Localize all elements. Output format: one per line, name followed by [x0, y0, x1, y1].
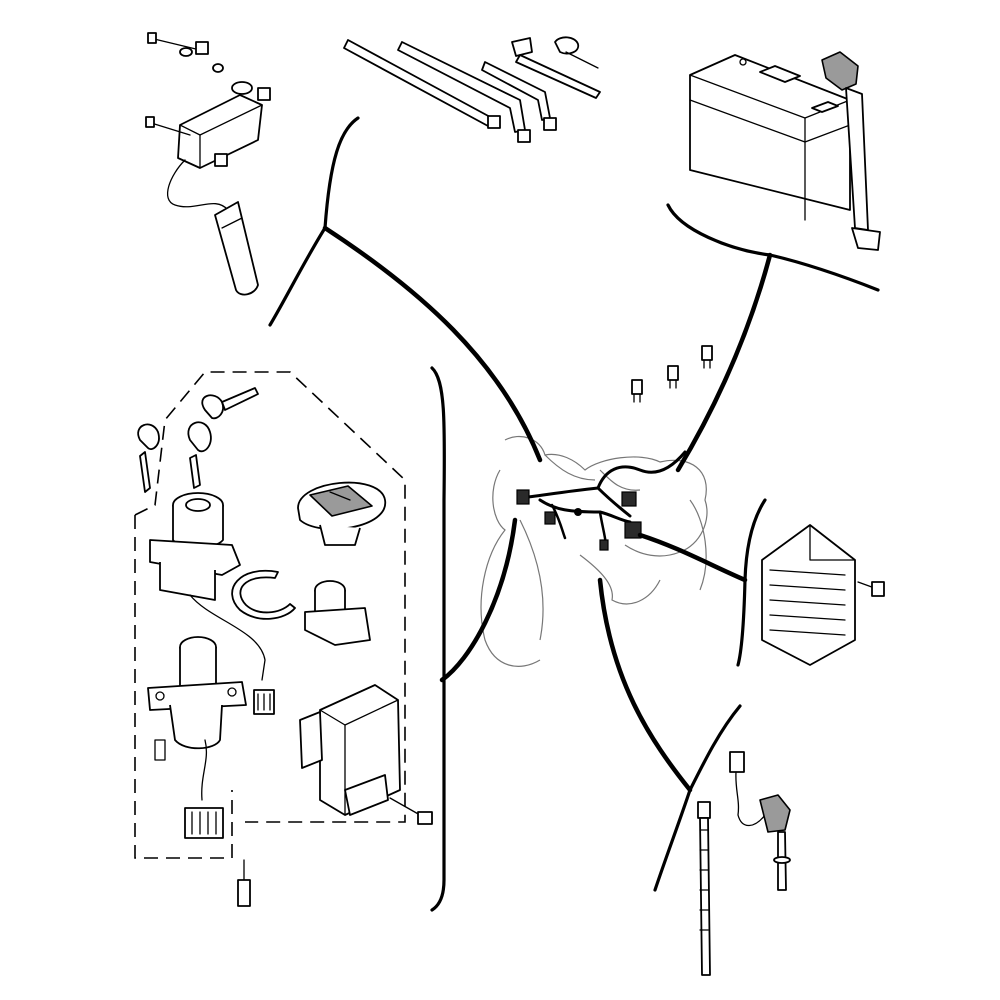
main-switch — [149, 492, 275, 715]
cable-clamp — [511, 36, 601, 99]
spark-plug-cap — [166, 159, 259, 296]
harness-connector — [544, 511, 556, 525]
key — [187, 421, 212, 489]
cable-tie — [481, 61, 557, 131]
harness-connector — [516, 489, 530, 505]
seat-lock — [304, 580, 371, 646]
group-brackets — [268, 116, 880, 912]
harness-connector — [599, 539, 609, 551]
fuse — [701, 345, 713, 369]
coil-washer — [179, 41, 224, 73]
battery-lead — [821, 51, 881, 251]
cable-tie — [397, 41, 531, 143]
lower-right-parts — [697, 751, 791, 976]
relay-block — [624, 521, 642, 539]
fuel-tank-cap — [297, 481, 386, 546]
key — [137, 423, 160, 493]
harness-clamp — [574, 508, 582, 516]
battery — [689, 54, 851, 221]
ignition-coil — [177, 81, 263, 169]
fuse — [631, 379, 643, 403]
steering-lock — [147, 636, 247, 839]
lock-clip — [231, 569, 296, 620]
coil-bolt — [145, 32, 201, 136]
main-switch-group — [137, 387, 296, 907]
cable-tie — [343, 39, 501, 129]
key — [201, 387, 259, 420]
igniter-unit — [299, 684, 433, 825]
leader-lines — [322, 225, 773, 793]
cable-tie — [697, 801, 711, 976]
lock-bolt — [154, 739, 251, 907]
rectifier-regulator — [761, 524, 885, 666]
coil-nut — [214, 87, 271, 167]
lock-set-kit-outline — [134, 371, 406, 859]
ignition-coil-group — [145, 32, 271, 296]
motorcycle-outline — [480, 435, 708, 667]
fuses — [631, 345, 713, 403]
fuse — [667, 365, 679, 389]
relay-block — [621, 491, 637, 507]
main-wiring-harness — [516, 450, 687, 551]
cable-ties-group — [343, 36, 601, 143]
battery-group — [689, 51, 881, 251]
neutral-switch — [729, 751, 791, 891]
